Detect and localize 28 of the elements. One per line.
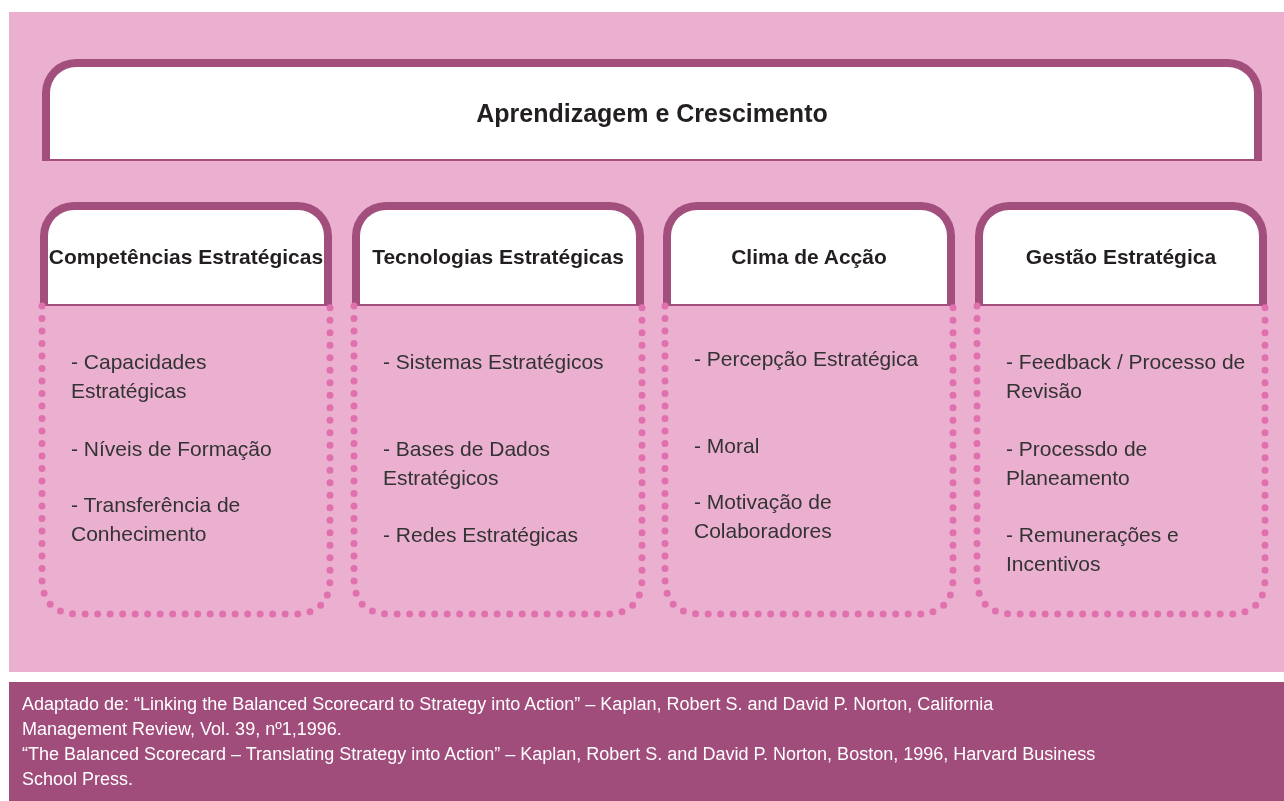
list-item-text: - Capacidades Estratégicas	[71, 349, 208, 404]
list-item-text: - Bases de Dados Estratégicos	[383, 436, 551, 491]
column-header-box	[352, 202, 644, 306]
list-item-text: - Processdo de Planeamento	[1006, 436, 1149, 491]
list-item-text: - Redes Estratégicas	[383, 522, 579, 548]
list-item-text: - Remunerações e Incentivos	[1006, 522, 1180, 577]
list-item-text: - Moral	[694, 433, 761, 459]
citation-text: Adaptado de: “Linking the Balanced Scorecard to Strategy into Action” – Kaplan, Robert S. and David P. Norton, California Management Review, Vol. 39, nº1,1996.	[22, 693, 995, 741]
dotted-panel	[661, 302, 957, 618]
list-item-text: - Motivação de Colaboradores	[694, 489, 833, 544]
dotted-panel	[973, 302, 1269, 618]
list-item-text: - Sistemas Estratégicos	[383, 349, 605, 375]
header-text: Clima de Acção	[731, 244, 887, 270]
citation-text: “The Balanced Scorecard – Translating Strategy into Action” – Kaplan, Robert S. and David P. Norton, Boston, 1996, Harvard Business School Press.	[22, 743, 1097, 791]
column-header-box	[975, 202, 1267, 306]
list-item-text: - Percepção Estratégica	[694, 346, 920, 372]
category-header-box	[42, 59, 1262, 161]
column-header-box	[663, 202, 955, 306]
header-text: Gestão Estratégica	[1025, 244, 1217, 270]
dotted-panel	[38, 302, 334, 618]
list-item-text: - Feedback / Processo de Revisão	[1006, 349, 1247, 404]
dotted-panel	[350, 302, 646, 618]
header-text: Aprendizagem e Crescimento	[476, 99, 828, 127]
column-header-box	[40, 202, 332, 306]
header-text: Tecnologias Estratégicas	[372, 244, 624, 270]
header-text: Competências Estratégicas	[48, 244, 324, 270]
list-item-text: - Transferência de Conhecimento	[71, 492, 242, 547]
list-item-text: - Níveis de Formação	[71, 436, 273, 462]
